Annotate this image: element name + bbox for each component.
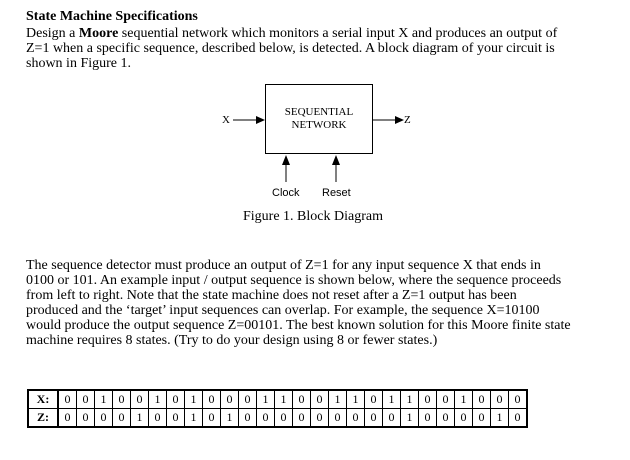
- reset-arrow-head: [332, 155, 340, 165]
- x-value-cell: 0: [166, 389, 185, 409]
- x-value-cell: 0: [472, 389, 491, 409]
- z-value-cell: 0: [202, 408, 221, 428]
- intro-line-1: Design a Moore sequential network which …: [26, 26, 557, 41]
- x-value-cell: 0: [220, 389, 239, 409]
- box-label-line-1: SEQUENTIAL: [284, 106, 354, 118]
- intro-text: Design a: [26, 26, 79, 41]
- description-line: machine requires 8 states. (Try to do yo…: [26, 333, 438, 348]
- x-value-cell: 1: [274, 389, 293, 409]
- x-value-cell: 0: [436, 389, 455, 409]
- x-value-cell: 1: [346, 389, 365, 409]
- x-value-cell: 0: [292, 389, 311, 409]
- page-title: State Machine Specifications: [26, 9, 198, 24]
- z-value-cell: 0: [238, 408, 257, 428]
- x-value-cell: 0: [76, 389, 95, 409]
- z-value-cell: 0: [436, 408, 455, 428]
- z-value-cell: 0: [454, 408, 473, 428]
- x-value-cell: 1: [328, 389, 347, 409]
- z-value-cell: 1: [184, 408, 203, 428]
- z-value-cell: 0: [112, 408, 131, 428]
- z-value-cell: 0: [274, 408, 293, 428]
- x-value-cell: 0: [112, 389, 131, 409]
- z-value-cell: 1: [400, 408, 419, 428]
- input-x-label: X: [222, 114, 230, 126]
- x-value-cell: 0: [202, 389, 221, 409]
- z-value-cell: 1: [220, 408, 239, 428]
- x-value-cell: 1: [400, 389, 419, 409]
- description-paragraph: The sequence detector must produce an ou…: [26, 258, 571, 348]
- z-value-cell: 0: [418, 408, 437, 428]
- clock-arrow-head: [282, 155, 290, 165]
- z-value-cell: 0: [364, 408, 383, 428]
- x-value-cell: 0: [130, 389, 149, 409]
- intro-paragraph: Design a Moore sequential network which …: [26, 26, 557, 71]
- description-line: would produce the output sequence Z=0010…: [26, 318, 571, 333]
- x-value-cell: 0: [238, 389, 257, 409]
- description-line: 0100 or 101. An example input / output s…: [26, 273, 562, 288]
- description-line: from left to right. Note that the state …: [26, 288, 517, 303]
- z-value-cell: 0: [508, 408, 528, 428]
- x-value-cell: 0: [364, 389, 383, 409]
- output-arrow-head: [395, 116, 404, 124]
- z-value-cell: 0: [472, 408, 491, 428]
- reset-label: Reset: [322, 187, 351, 199]
- z-value-cell: 0: [310, 408, 329, 428]
- z-value-cell: 0: [256, 408, 275, 428]
- x-value-cell: 1: [148, 389, 167, 409]
- input-arrow-head: [256, 116, 265, 124]
- x-value-cell: 1: [184, 389, 203, 409]
- x-value-cell: 0: [310, 389, 329, 409]
- z-value-cell: 1: [130, 408, 149, 428]
- x-value-cell: 0: [418, 389, 437, 409]
- moore-emphasis: Moore: [78, 26, 119, 41]
- box-label-line-2: NETWORK: [291, 119, 347, 131]
- intro-line-3: shown in Figure 1.: [26, 56, 131, 71]
- z-value-cell: 0: [382, 408, 401, 428]
- intro-text: sequential network which monitors a seri…: [118, 26, 558, 41]
- x-value-cell: 1: [94, 389, 113, 409]
- z-row-label: Z:: [27, 408, 59, 428]
- x-value-cell: 0: [490, 389, 509, 409]
- description-line: The sequence detector must produce an ou…: [26, 258, 541, 273]
- z-value-cell: 0: [148, 408, 167, 428]
- z-value-cell: 1: [490, 408, 509, 428]
- z-value-cell: 0: [292, 408, 311, 428]
- z-value-cell: 0: [76, 408, 95, 428]
- z-value-cell: 0: [346, 408, 365, 428]
- x-value-cell: 0: [57, 389, 77, 409]
- x-value-cell: 1: [382, 389, 401, 409]
- x-value-cell: 1: [256, 389, 275, 409]
- description-line: produced and the ‘target’ input sequence…: [26, 303, 540, 318]
- figure-caption: Figure 1. Block Diagram: [243, 209, 383, 224]
- sequential-network-box: SEQUENTIAL NETWORK: [265, 84, 373, 154]
- x-row-label: X:: [27, 389, 59, 409]
- z-value-cell: 0: [57, 408, 77, 428]
- output-z-label: Z: [404, 114, 411, 126]
- z-value-cell: 0: [94, 408, 113, 428]
- x-value-cell: 0: [508, 389, 528, 409]
- intro-line-2: Z=1 when a specific sequence, described …: [26, 41, 555, 56]
- clock-label: Clock: [272, 187, 300, 199]
- z-value-cell: 0: [328, 408, 347, 428]
- x-value-cell: 1: [454, 389, 473, 409]
- z-value-cell: 0: [166, 408, 185, 428]
